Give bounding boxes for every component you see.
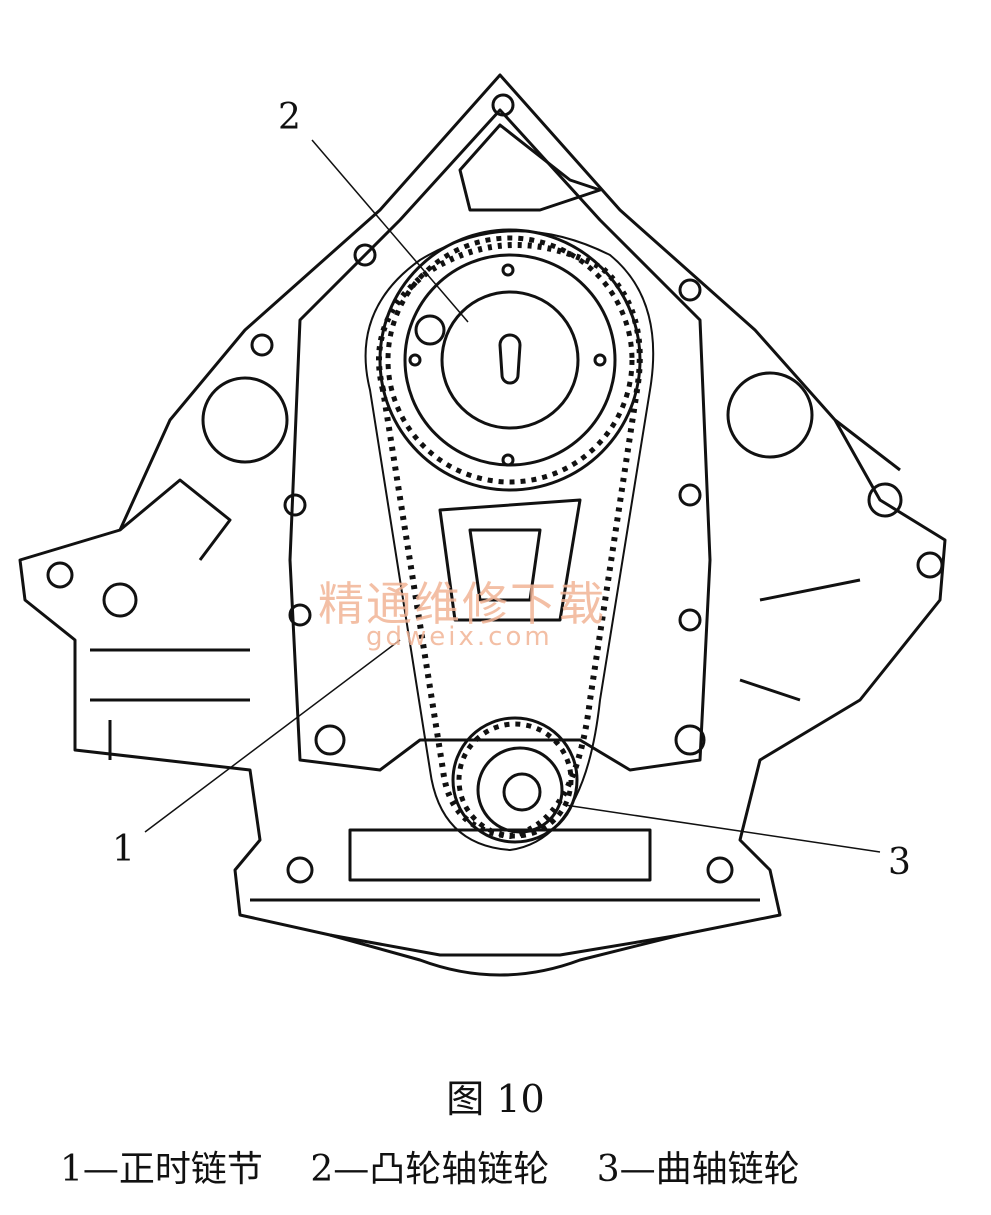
camshaft-sprocket-outer <box>378 228 642 492</box>
leader-line-3 <box>564 804 881 853</box>
sprocket-hole <box>593 353 607 367</box>
crankshaft-hub <box>476 746 564 834</box>
sprocket-hole <box>501 263 515 277</box>
right-side-ribs <box>739 418 901 702</box>
bolt-hole <box>706 856 734 884</box>
callout-1: 1 <box>112 829 135 870</box>
watermark-url: gdweix.com <box>366 622 553 652</box>
legend-item-2: 2—凸轮轴链轮 <box>310 1149 550 1190</box>
bolt-hole <box>283 493 307 517</box>
leader-line-1 <box>144 639 401 833</box>
bolt-hole <box>916 551 944 579</box>
bolt-hole <box>491 93 515 117</box>
figure-legend: 1—正时链节 2—凸轮轴链轮 3—曲轴链轮 <box>60 1140 836 1192</box>
bolt-hole <box>678 483 702 507</box>
engine-timing-diagram <box>18 73 947 977</box>
bolt-hole <box>674 724 706 756</box>
bolt-hole <box>288 603 312 627</box>
callout-2: 2 <box>278 97 301 138</box>
bolt-hole <box>678 608 702 632</box>
callout-3: 3 <box>888 842 911 883</box>
bolt-hole <box>250 333 274 357</box>
bolt-hole <box>46 561 74 589</box>
left-bore <box>201 376 289 464</box>
sprocket-hole <box>408 353 422 367</box>
engine-block-outline <box>18 73 947 957</box>
center-bracket <box>438 498 582 622</box>
timing-chain-outer <box>364 230 655 851</box>
camshaft-keyhole <box>498 333 522 385</box>
bolt-hole <box>314 724 346 756</box>
figure-title: 图 10 <box>446 1077 545 1121</box>
bolt-hole <box>102 582 138 618</box>
crankshaft-bore <box>502 772 542 812</box>
bolt-hole <box>678 278 702 302</box>
sprocket-hole <box>501 453 515 467</box>
sprocket-hole <box>414 314 446 346</box>
legend-item-3: 3—曲轴链轮 <box>596 1149 800 1190</box>
legend-item-1: 1—正时链节 <box>60 1149 263 1190</box>
camshaft-hub <box>440 290 580 430</box>
leader-line-2 <box>311 139 469 323</box>
camshaft-sprocket-ring <box>403 253 617 467</box>
top-pocket <box>458 123 602 212</box>
camshaft-sprocket-teeth <box>385 235 635 485</box>
inner-housing-outline <box>288 108 712 772</box>
bolt-hole <box>867 482 903 518</box>
bolt-hole <box>286 856 314 884</box>
oil-pan <box>329 933 681 977</box>
right-bore <box>726 371 814 459</box>
watermark-text: 精通维修下载 <box>318 577 606 631</box>
left-side-ribs <box>90 478 250 760</box>
crankshaft-sprocket-teeth <box>456 721 574 839</box>
bolt-hole <box>353 243 377 267</box>
crankshaft-sprocket-outer <box>451 716 579 844</box>
